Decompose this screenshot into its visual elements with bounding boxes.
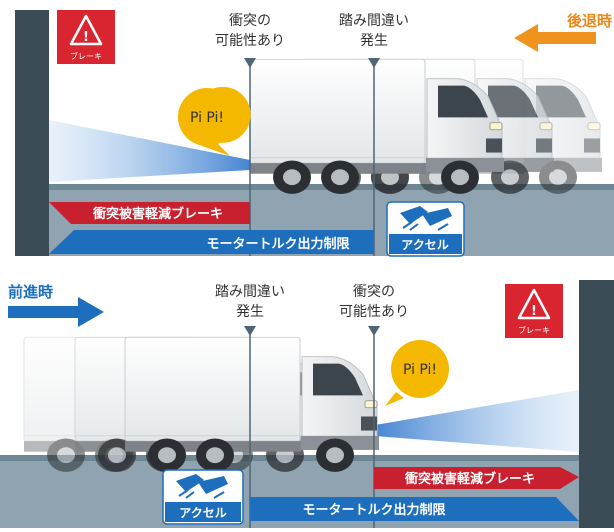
bottom-damage-mitigation-text: 衝突被害軽減ブレーキ: [404, 471, 535, 487]
reverse-arrow-icon: [514, 24, 596, 52]
warning-triangle-icon: !: [517, 288, 551, 320]
bottom-direction-label: 前進時: [8, 283, 53, 301]
bottom-alert-text: Pi Pi!: [403, 362, 437, 378]
top-brake-label: ブレーキ: [70, 51, 102, 61]
bottom-brake-label: ブレーキ: [518, 325, 550, 335]
top-collision-line1: 衝突の: [229, 13, 271, 29]
top-alert-text: Pi Pi!: [190, 110, 224, 126]
bottom-accelerator-label: アクセル: [179, 506, 226, 520]
bottom-collision-line1: 衝突の: [353, 284, 395, 300]
warning-triangle-icon: !: [69, 14, 103, 46]
svg-text:!: !: [531, 304, 537, 319]
accelerator-pedal-icon: [400, 206, 452, 231]
bottom-misstep-marker: [244, 326, 256, 336]
bottom-alert-bubble: Pi Pi!: [385, 340, 449, 406]
top-brake-badge: ! ブレーキ: [57, 10, 115, 64]
bottom-wall: [579, 280, 614, 528]
bottom-sensor-beam: [375, 390, 579, 452]
forward-arrow-icon: [8, 297, 104, 327]
top-misstep-line1: 踏み間違い: [339, 13, 409, 29]
top-torque-limit-text: モータートルク出力制限: [206, 236, 350, 252]
bottom-misstep-line1: 踏み間違い: [215, 284, 285, 300]
top-sensor-beam: [49, 120, 250, 182]
accelerator-pedal-icon: [176, 474, 228, 499]
svg-text:!: !: [83, 30, 89, 45]
bottom-torque-limit-bar: [250, 497, 579, 521]
bottom-torque-limit-text: モータートルク出力制限: [302, 502, 446, 518]
top-collision-line2: 可能性あり: [215, 33, 285, 49]
top-wall: [15, 10, 49, 256]
top-collision-marker: [244, 58, 256, 68]
top-accelerator-badge: アクセル: [386, 201, 465, 257]
bottom-damage-mitigation-bar: [374, 467, 579, 489]
top-torque-limit-bar: [49, 230, 374, 254]
bottom-collision-marker: [368, 326, 380, 336]
top-alert-bubble: Pi Pi!: [178, 86, 251, 156]
top-damage-mitigation-bar: [49, 202, 250, 224]
bottom-collision-line2: 可能性あり: [339, 304, 409, 320]
top-panel: 衝突の 可能性あり 踏み間違い 発生 ! ブレーキ Pi Pi! 後退時: [15, 10, 614, 257]
bottom-brake-badge: ! ブレーキ: [505, 284, 563, 338]
bottom-panel: 踏み間違い 発生 衝突の 可能性あり 前進時 ! ブレーキ Pi Pi! 衝突被…: [0, 280, 614, 528]
top-damage-mitigation-text: 衝突被害軽減ブレーキ: [92, 206, 223, 222]
top-accelerator-label: アクセル: [401, 238, 448, 252]
top-misstep-marker: [368, 58, 380, 68]
bottom-misstep-line2: 発生: [236, 304, 264, 320]
bottom-accelerator-badge: アクセル: [162, 469, 244, 525]
top-direction-label: 後退時: [566, 12, 612, 30]
top-misstep-line2: 発生: [360, 33, 388, 49]
